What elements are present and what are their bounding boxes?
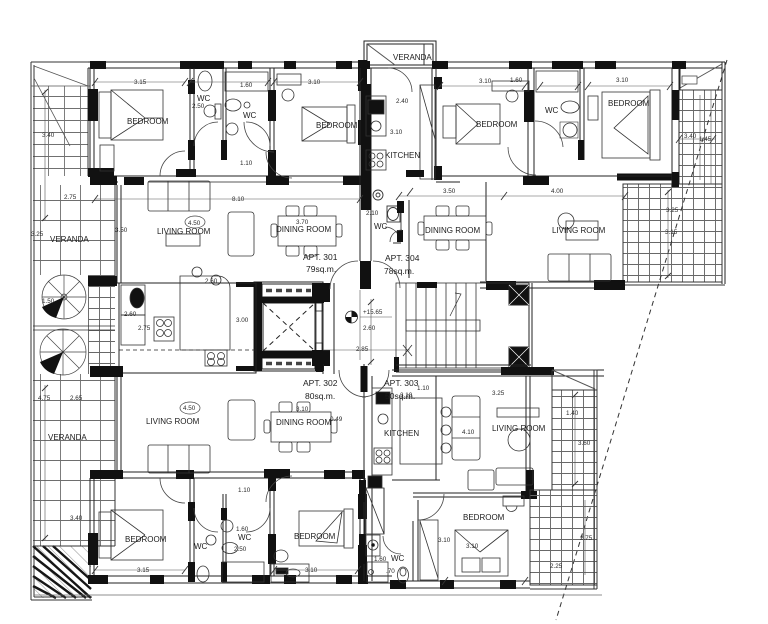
svg-text:APT. 302: APT. 302: [303, 378, 338, 388]
svg-text:BEDROOM: BEDROOM: [316, 121, 358, 130]
svg-text:2.50: 2.50: [192, 103, 205, 110]
svg-text:WC: WC: [194, 542, 208, 551]
svg-text:2.65: 2.65: [70, 395, 83, 402]
svg-text:3.40: 3.40: [42, 132, 55, 139]
svg-text:WC: WC: [374, 222, 388, 231]
svg-text:1.10: 1.10: [238, 487, 251, 494]
svg-text:2.50: 2.50: [234, 546, 247, 553]
svg-text:2.85: 2.85: [356, 346, 369, 353]
svg-text:2.60: 2.60: [363, 325, 376, 332]
svg-text:3.10: 3.10: [479, 78, 492, 85]
svg-text:VERANDA: VERANDA: [48, 433, 87, 442]
svg-text:2.75: 2.75: [138, 325, 151, 332]
svg-text:1.10: 1.10: [240, 160, 253, 167]
svg-text:DINING ROOM: DINING ROOM: [425, 226, 480, 235]
svg-text:3.50: 3.50: [443, 188, 456, 195]
svg-text:3.10: 3.10: [616, 77, 629, 84]
svg-text:1.60: 1.60: [236, 526, 249, 533]
svg-text:DINING ROOM: DINING ROOM: [276, 225, 331, 234]
svg-text:2.60: 2.60: [124, 311, 137, 318]
svg-text:WC: WC: [238, 533, 252, 542]
svg-text:3.10: 3.10: [390, 129, 403, 136]
svg-text:3.10: 3.10: [438, 537, 451, 544]
svg-text:2.40: 2.40: [396, 98, 409, 105]
svg-text:2.60: 2.60: [205, 278, 218, 285]
svg-text:BEDROOM: BEDROOM: [127, 117, 169, 126]
svg-text:3.10: 3.10: [305, 567, 318, 574]
svg-text:1.50: 1.50: [42, 298, 55, 305]
svg-text:3.15: 3.15: [134, 79, 147, 86]
svg-text:LIVING ROOM: LIVING ROOM: [492, 424, 546, 433]
svg-text:4.50: 4.50: [183, 405, 196, 412]
svg-text:4.10: 4.10: [462, 429, 475, 436]
svg-text:WC: WC: [545, 106, 559, 115]
svg-text:3.25: 3.25: [31, 231, 44, 238]
svg-text:WC: WC: [197, 94, 211, 103]
svg-text:BEDROOM: BEDROOM: [294, 532, 336, 541]
svg-text:2.25: 2.25: [550, 563, 563, 570]
svg-text:4.00: 4.00: [551, 188, 564, 195]
svg-text:APT. 301: APT. 301: [303, 252, 338, 262]
svg-text:BEDROOM: BEDROOM: [476, 120, 518, 129]
svg-text:3.10: 3.10: [308, 79, 321, 86]
svg-text:3.25: 3.25: [666, 207, 679, 214]
svg-text:3.25: 3.25: [492, 390, 505, 397]
svg-text:50sq.m.: 50sq.m.: [385, 391, 415, 401]
svg-text:1.45: 1.45: [699, 136, 712, 143]
svg-text:1.60: 1.60: [240, 82, 253, 89]
svg-text:3.60: 3.60: [578, 440, 591, 447]
svg-text:+15.65: +15.65: [363, 309, 383, 316]
svg-text:LIVING ROOM: LIVING ROOM: [552, 226, 606, 235]
svg-text:8.10: 8.10: [232, 196, 245, 203]
svg-text:APT. 304: APT. 304: [385, 253, 420, 263]
svg-text:LIVING ROOM: LIVING ROOM: [157, 227, 211, 236]
svg-text:3.10: 3.10: [400, 392, 413, 399]
svg-text:2.75: 2.75: [580, 535, 593, 542]
svg-text:BEDROOM: BEDROOM: [125, 535, 167, 544]
svg-text:80sq.m.: 80sq.m.: [305, 391, 335, 401]
svg-text:79sq.m.: 79sq.m.: [306, 264, 336, 274]
svg-text:78sq.m.: 78sq.m.: [384, 266, 414, 276]
svg-text:VERANDA: VERANDA: [393, 53, 432, 62]
svg-text:3.10: 3.10: [296, 406, 309, 413]
svg-text:VERANDA: VERANDA: [50, 235, 89, 244]
svg-text:.70: .70: [386, 568, 395, 575]
svg-text:1.60: 1.60: [510, 77, 523, 84]
svg-text:KITCHEN: KITCHEN: [384, 429, 419, 438]
svg-text:3.70: 3.70: [296, 219, 309, 226]
svg-text:1.60: 1.60: [374, 556, 387, 563]
svg-text:KITCHEN: KITCHEN: [385, 151, 420, 160]
svg-text:3.50: 3.50: [115, 227, 128, 234]
svg-text:3.40: 3.40: [70, 515, 83, 522]
svg-text:4.75: 4.75: [38, 395, 51, 402]
svg-text:2.10: 2.10: [366, 210, 379, 217]
svg-text:BEDROOM: BEDROOM: [608, 99, 650, 108]
svg-text:3.40: 3.40: [684, 133, 697, 140]
svg-text:LIVING ROOM: LIVING ROOM: [146, 417, 200, 426]
svg-text:3.10: 3.10: [466, 543, 479, 550]
svg-text:1.10: 1.10: [417, 385, 430, 392]
svg-text:2.75: 2.75: [64, 194, 77, 201]
svg-text:3.15: 3.15: [137, 567, 150, 574]
svg-text:0.49: 0.49: [330, 416, 343, 423]
svg-text:1.40: 1.40: [566, 410, 579, 417]
svg-text:3.00: 3.00: [236, 317, 249, 324]
svg-text:WC: WC: [243, 111, 257, 120]
svg-text:BEDROOM: BEDROOM: [463, 513, 505, 522]
svg-text:WC: WC: [391, 554, 405, 563]
svg-text:3.15: 3.15: [665, 229, 678, 236]
svg-text:APT. 303: APT. 303: [384, 378, 419, 388]
svg-text:4.50: 4.50: [188, 220, 201, 227]
svg-text:DINING ROOM: DINING ROOM: [276, 418, 331, 427]
